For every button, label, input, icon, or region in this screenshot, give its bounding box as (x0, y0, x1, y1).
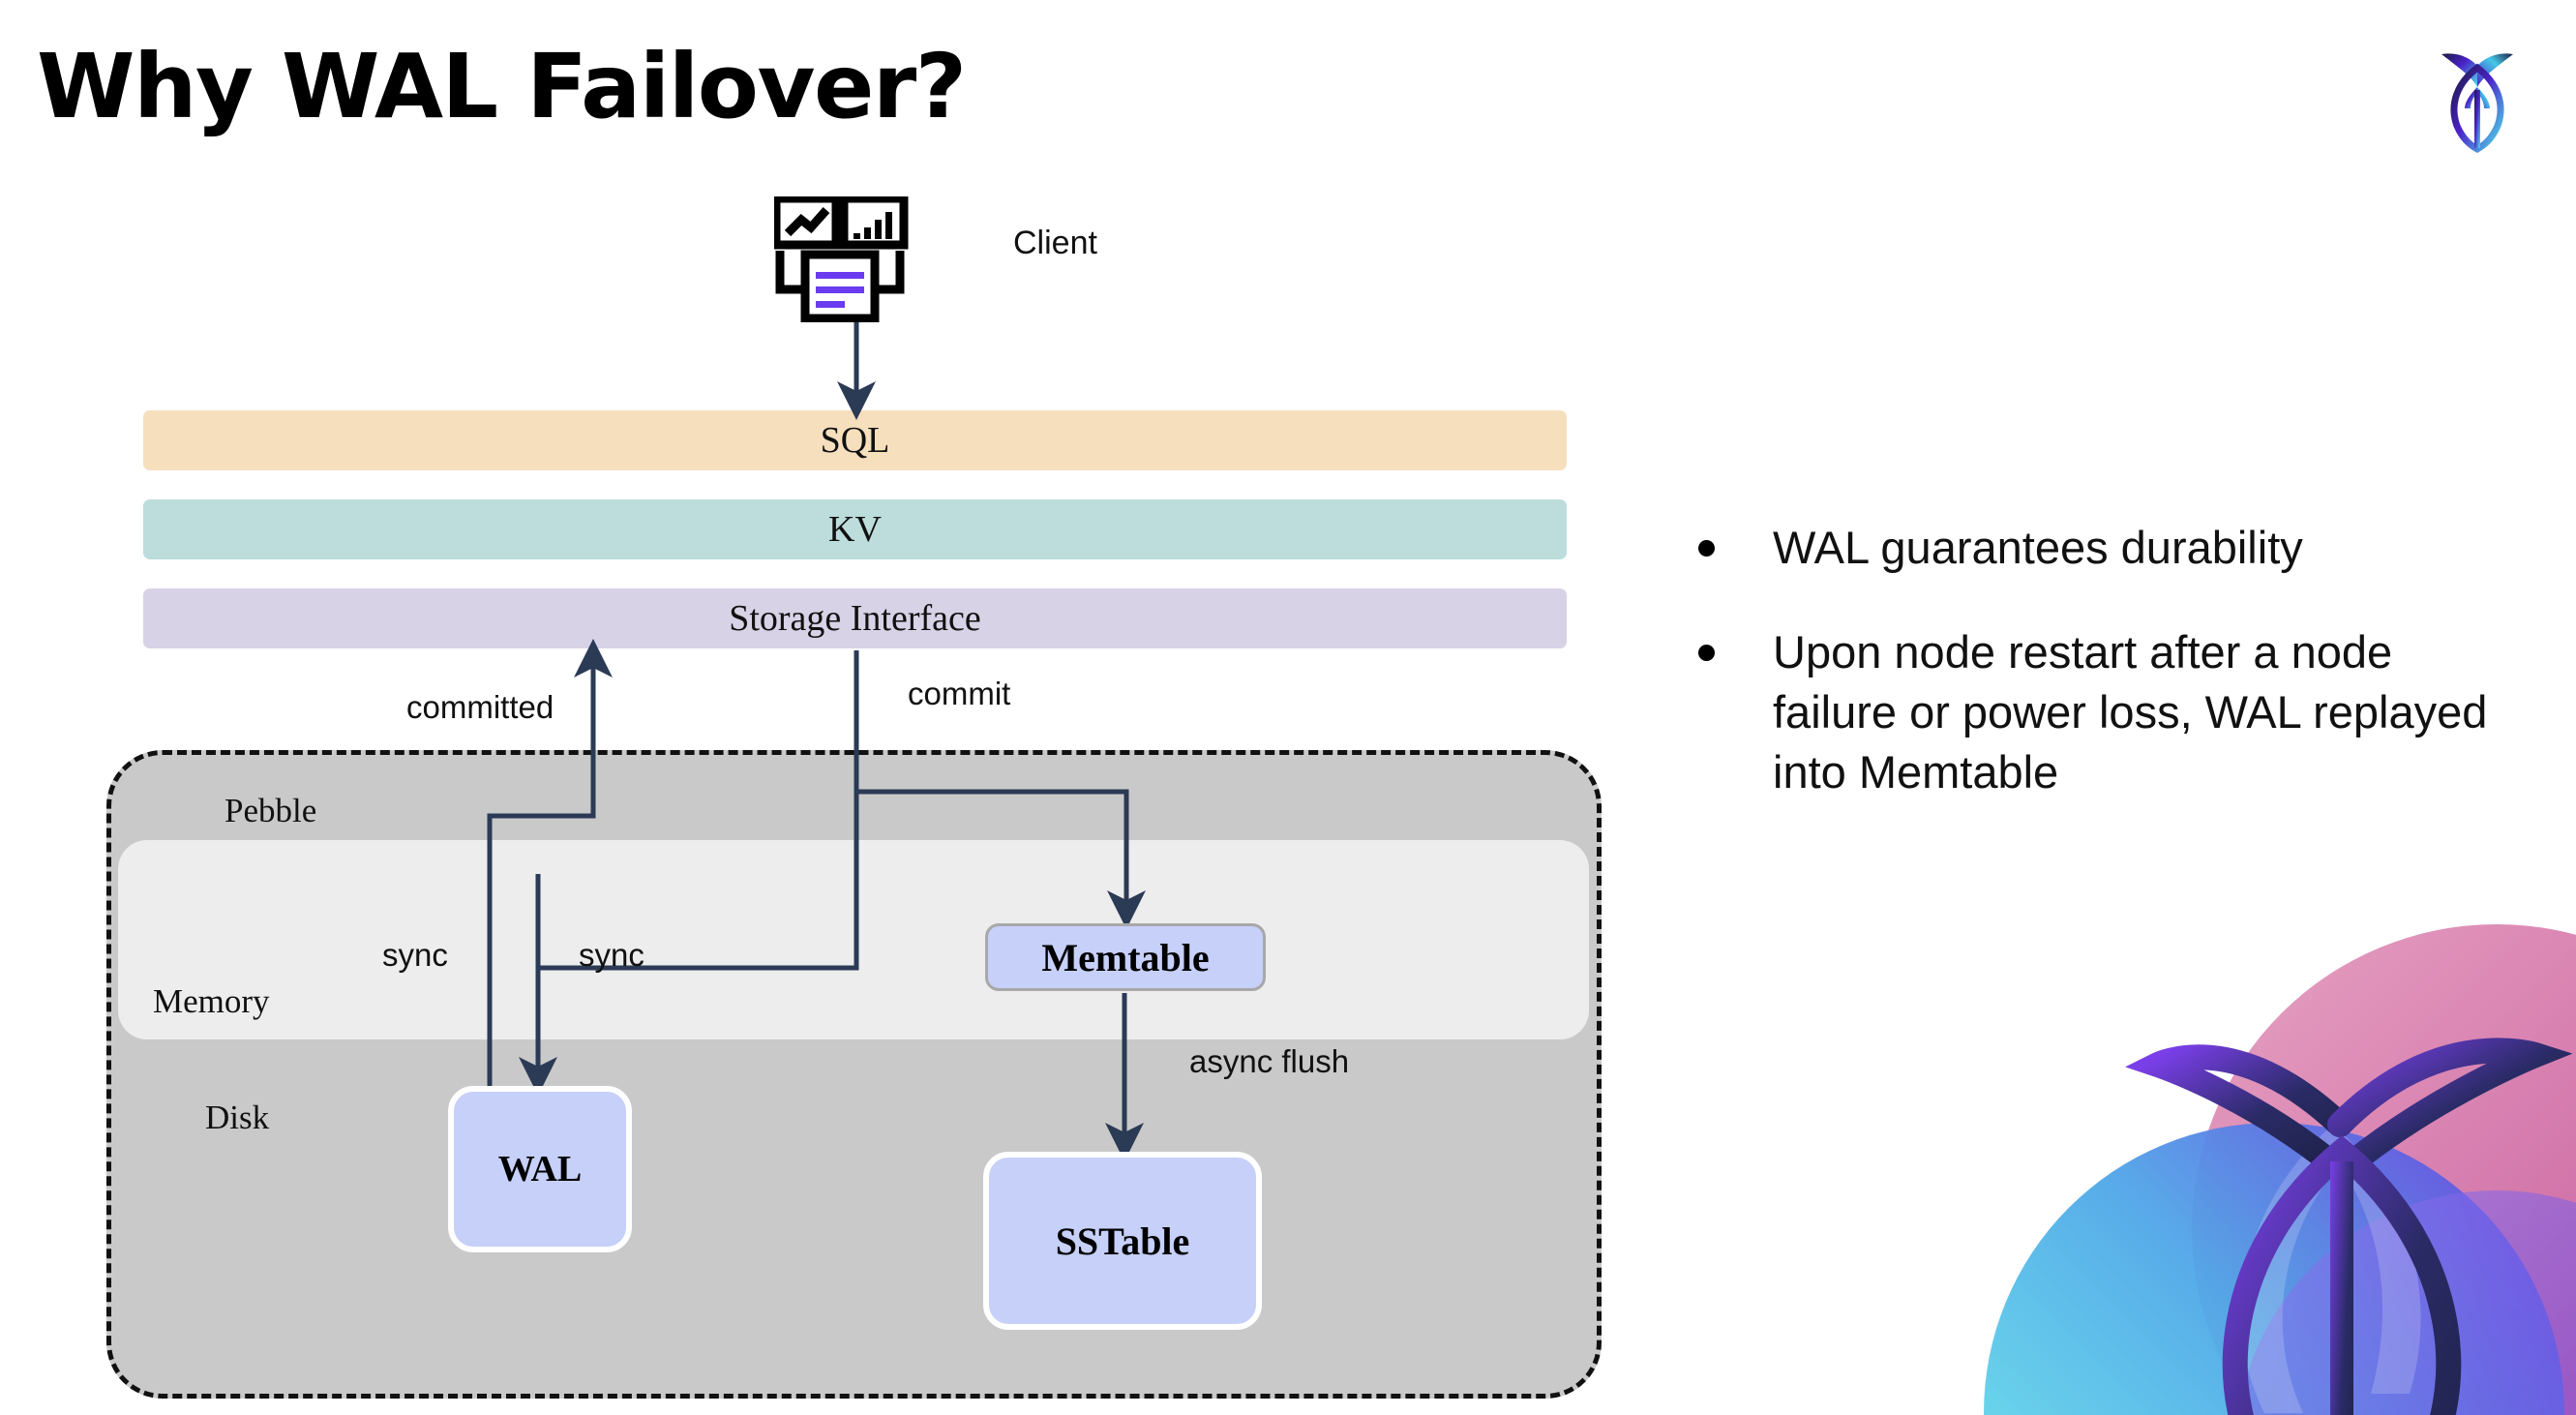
bullet-dot-icon (1698, 645, 1715, 662)
node-label-sstable: SSTable (1055, 1219, 1190, 1263)
client-dashboard-icon (771, 194, 929, 323)
memory-region (118, 840, 1589, 1039)
node-wal: WAL (448, 1086, 632, 1252)
layer-bar-storage-interface: Storage Interface (143, 588, 1567, 648)
edge-label-async-flush: async flush (1189, 1043, 1350, 1079)
layer-bar-sql: SQL (143, 410, 1567, 470)
pebble-label: Pebble (225, 792, 317, 829)
node-sstable: SSTable (983, 1152, 1262, 1330)
edge-label-sync-2: sync (579, 937, 644, 973)
layer-label-kv: KV (828, 509, 882, 550)
edge-label-sync-1: sync (382, 937, 448, 973)
bullet-text: WAL guarantees durability (1773, 522, 2303, 573)
edge-label-commit: commit (908, 676, 1011, 711)
layer-bar-kv: KV (143, 499, 1567, 559)
wal-architecture-diagram: Client SQL KV Storage Interface Pebble M… (106, 194, 1602, 1399)
cockroachdb-logo (2414, 37, 2540, 163)
page-title: Why WAL Failover? (37, 35, 967, 138)
node-label-memtable: Memtable (1041, 935, 1210, 979)
disk-label: Disk (205, 1099, 270, 1136)
list-item: WAL guarantees durability (1698, 518, 2511, 578)
layer-label-sql: SQL (820, 420, 890, 461)
bullet-text: Upon node restart after a node failure o… (1773, 626, 2488, 798)
corner-gradient-decoration (1955, 910, 2576, 1415)
node-memtable: Memtable (985, 923, 1266, 991)
client-label: Client (1013, 225, 1097, 261)
edge-label-committed: committed (406, 689, 554, 725)
node-label-wal: WAL (497, 1149, 583, 1189)
layer-label-storage: Storage Interface (729, 598, 981, 639)
bullet-dot-icon (1698, 540, 1715, 557)
bullet-list: WAL guarantees durability Upon node rest… (1698, 518, 2511, 847)
memory-label: Memory (153, 982, 270, 1020)
list-item: Upon node restart after a node failure o… (1698, 622, 2511, 802)
